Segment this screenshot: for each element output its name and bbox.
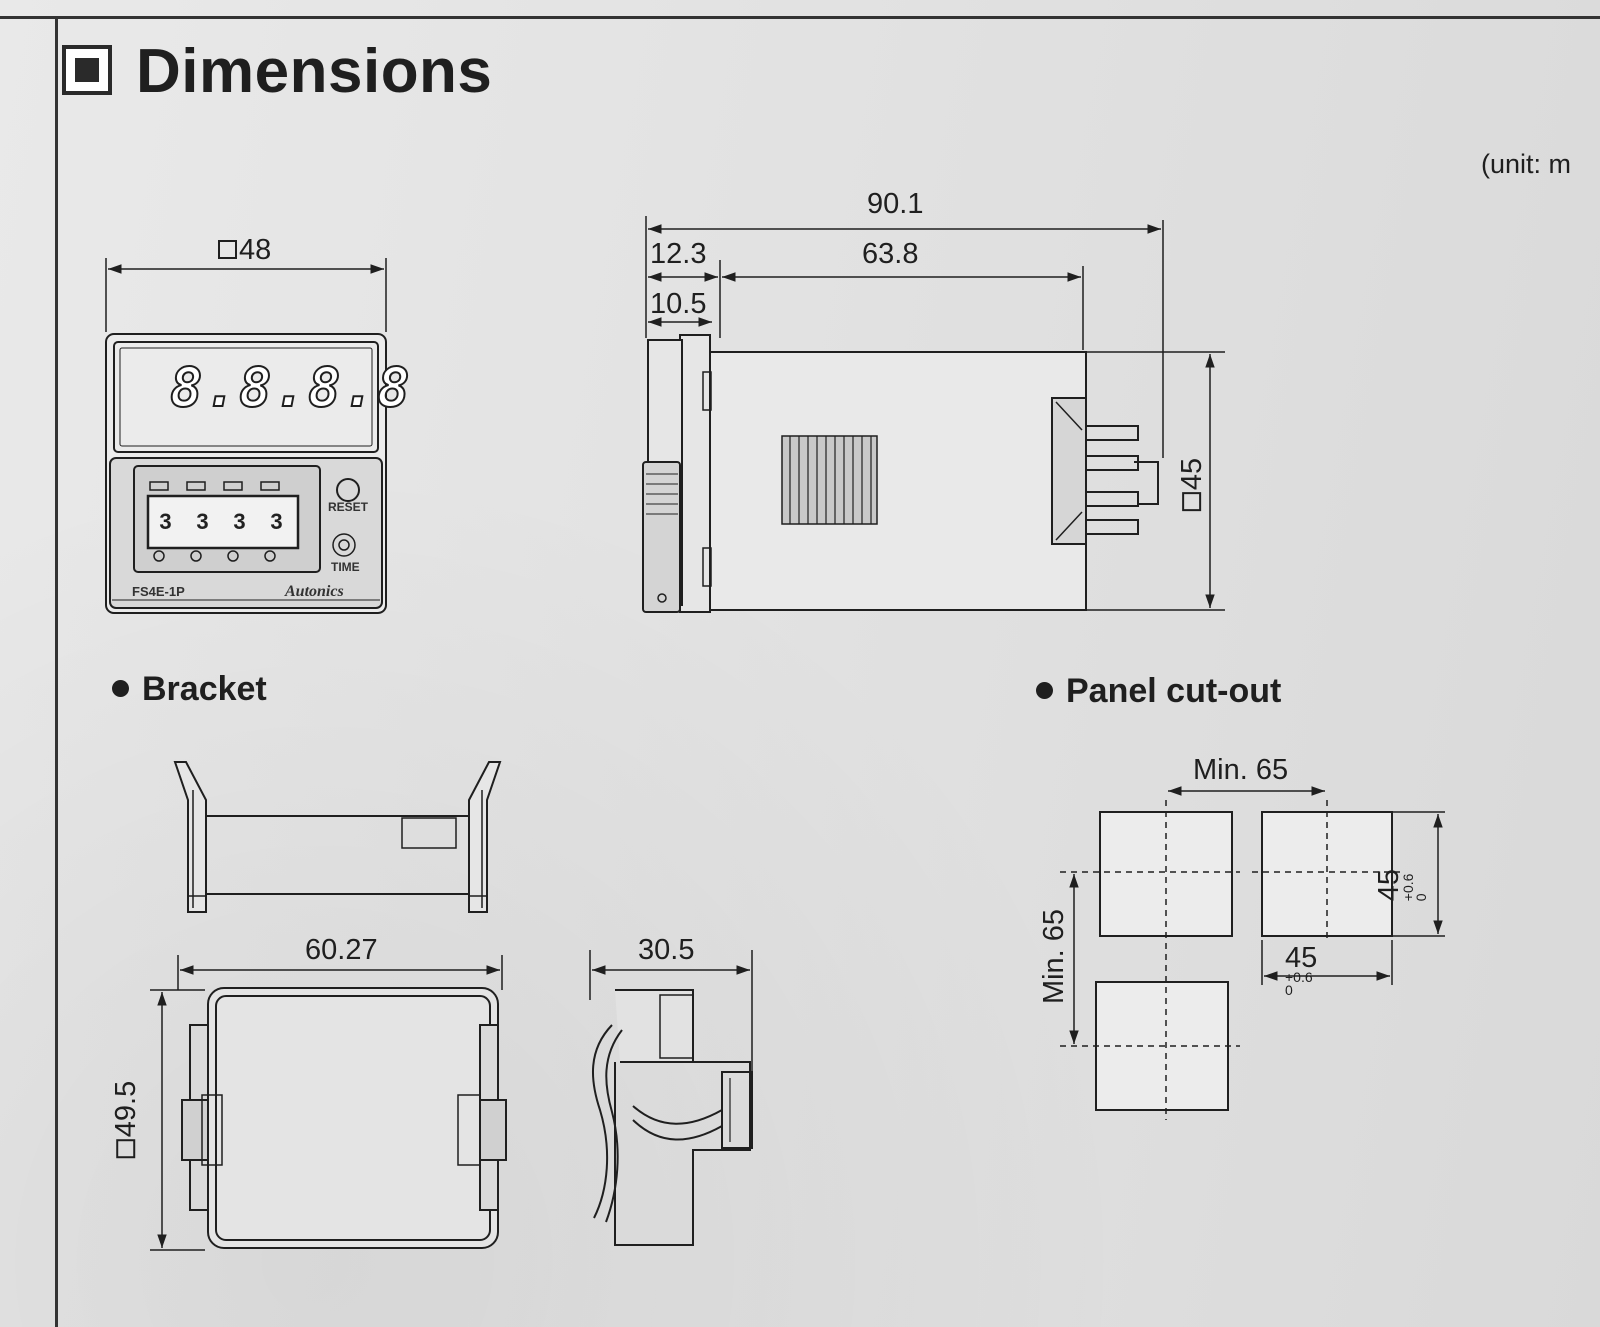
time-label: TIME	[331, 560, 360, 574]
reset-button-circle	[336, 478, 360, 502]
digit-switch-bottoms	[153, 550, 276, 562]
time-dial	[332, 533, 356, 557]
top-border-line	[0, 16, 1600, 19]
digit-switch-4[interactable]: 3	[270, 509, 283, 534]
digit-switch-2[interactable]: 3	[196, 509, 209, 534]
bracket-depth-dimension: 30.5	[638, 934, 695, 966]
digit-switch-3[interactable]: 3	[233, 509, 246, 534]
cutout-min-horizontal: Min. 65	[1193, 754, 1289, 786]
total-depth-dimension: 90.1	[867, 188, 924, 220]
cutout-width-tol-plus: +0.6	[1285, 969, 1313, 985]
body-depth-dimension: 63.8	[862, 238, 919, 270]
front-view	[105, 258, 387, 614]
bracket-side-view	[589, 950, 753, 1246]
panel-cutout-heading-text: Panel cut-out	[1066, 672, 1282, 710]
left-border-line	[55, 18, 58, 1327]
bracket-top-view	[173, 761, 502, 913]
body-height-dimension: 45	[1176, 457, 1209, 512]
body-height-value: 45	[1176, 457, 1209, 491]
flange-depth-dimension: 10.5	[650, 288, 707, 320]
digit-switch-tops	[149, 481, 280, 491]
square-symbol-icon	[116, 1139, 136, 1159]
cutout-min-vertical: Min. 65	[1038, 908, 1071, 1005]
cutout-height-tol-zero: 0	[1412, 893, 1429, 902]
front-width-value: 48	[239, 234, 272, 266]
cutout-width-tol-zero: 0	[1285, 981, 1293, 998]
cutout-width-value: 45	[1285, 942, 1318, 974]
bracket-width-dimension: 60.27	[305, 934, 378, 966]
bullet-icon	[1036, 681, 1053, 699]
front-depth-dimension: 12.3	[650, 238, 707, 270]
connector-pins	[1086, 425, 1159, 535]
square-symbol-icon	[1182, 492, 1202, 512]
front-width-dimension: 48	[218, 236, 271, 265]
bullet-icon	[112, 679, 129, 697]
bracket-height-dimension: 49.5	[110, 1080, 143, 1159]
panel-cutout-drawing	[1060, 786, 1445, 1120]
bracket-heading-text: Bracket	[142, 670, 267, 708]
label-hatching	[789, 436, 872, 524]
digit-switch-1[interactable]: 3	[159, 509, 172, 534]
unit-note: (unit: m	[1481, 149, 1572, 179]
reset-label: RESET	[328, 500, 369, 514]
side-view	[642, 216, 1225, 613]
bracket-height-value: 49.5	[110, 1080, 143, 1138]
seven-segment-display: 8.8.8.8	[169, 356, 412, 419]
model-label: FS4E-1P	[132, 584, 185, 599]
page-title: Dimensions	[136, 37, 493, 106]
panel-cutout-heading: Panel cut-out	[1036, 672, 1281, 711]
section-square-icon	[62, 45, 112, 95]
square-symbol-icon	[218, 240, 237, 259]
brand-logo: Autonics	[285, 583, 344, 600]
bracket-heading: Bracket	[112, 670, 267, 709]
bracket-front-view	[150, 955, 507, 1251]
